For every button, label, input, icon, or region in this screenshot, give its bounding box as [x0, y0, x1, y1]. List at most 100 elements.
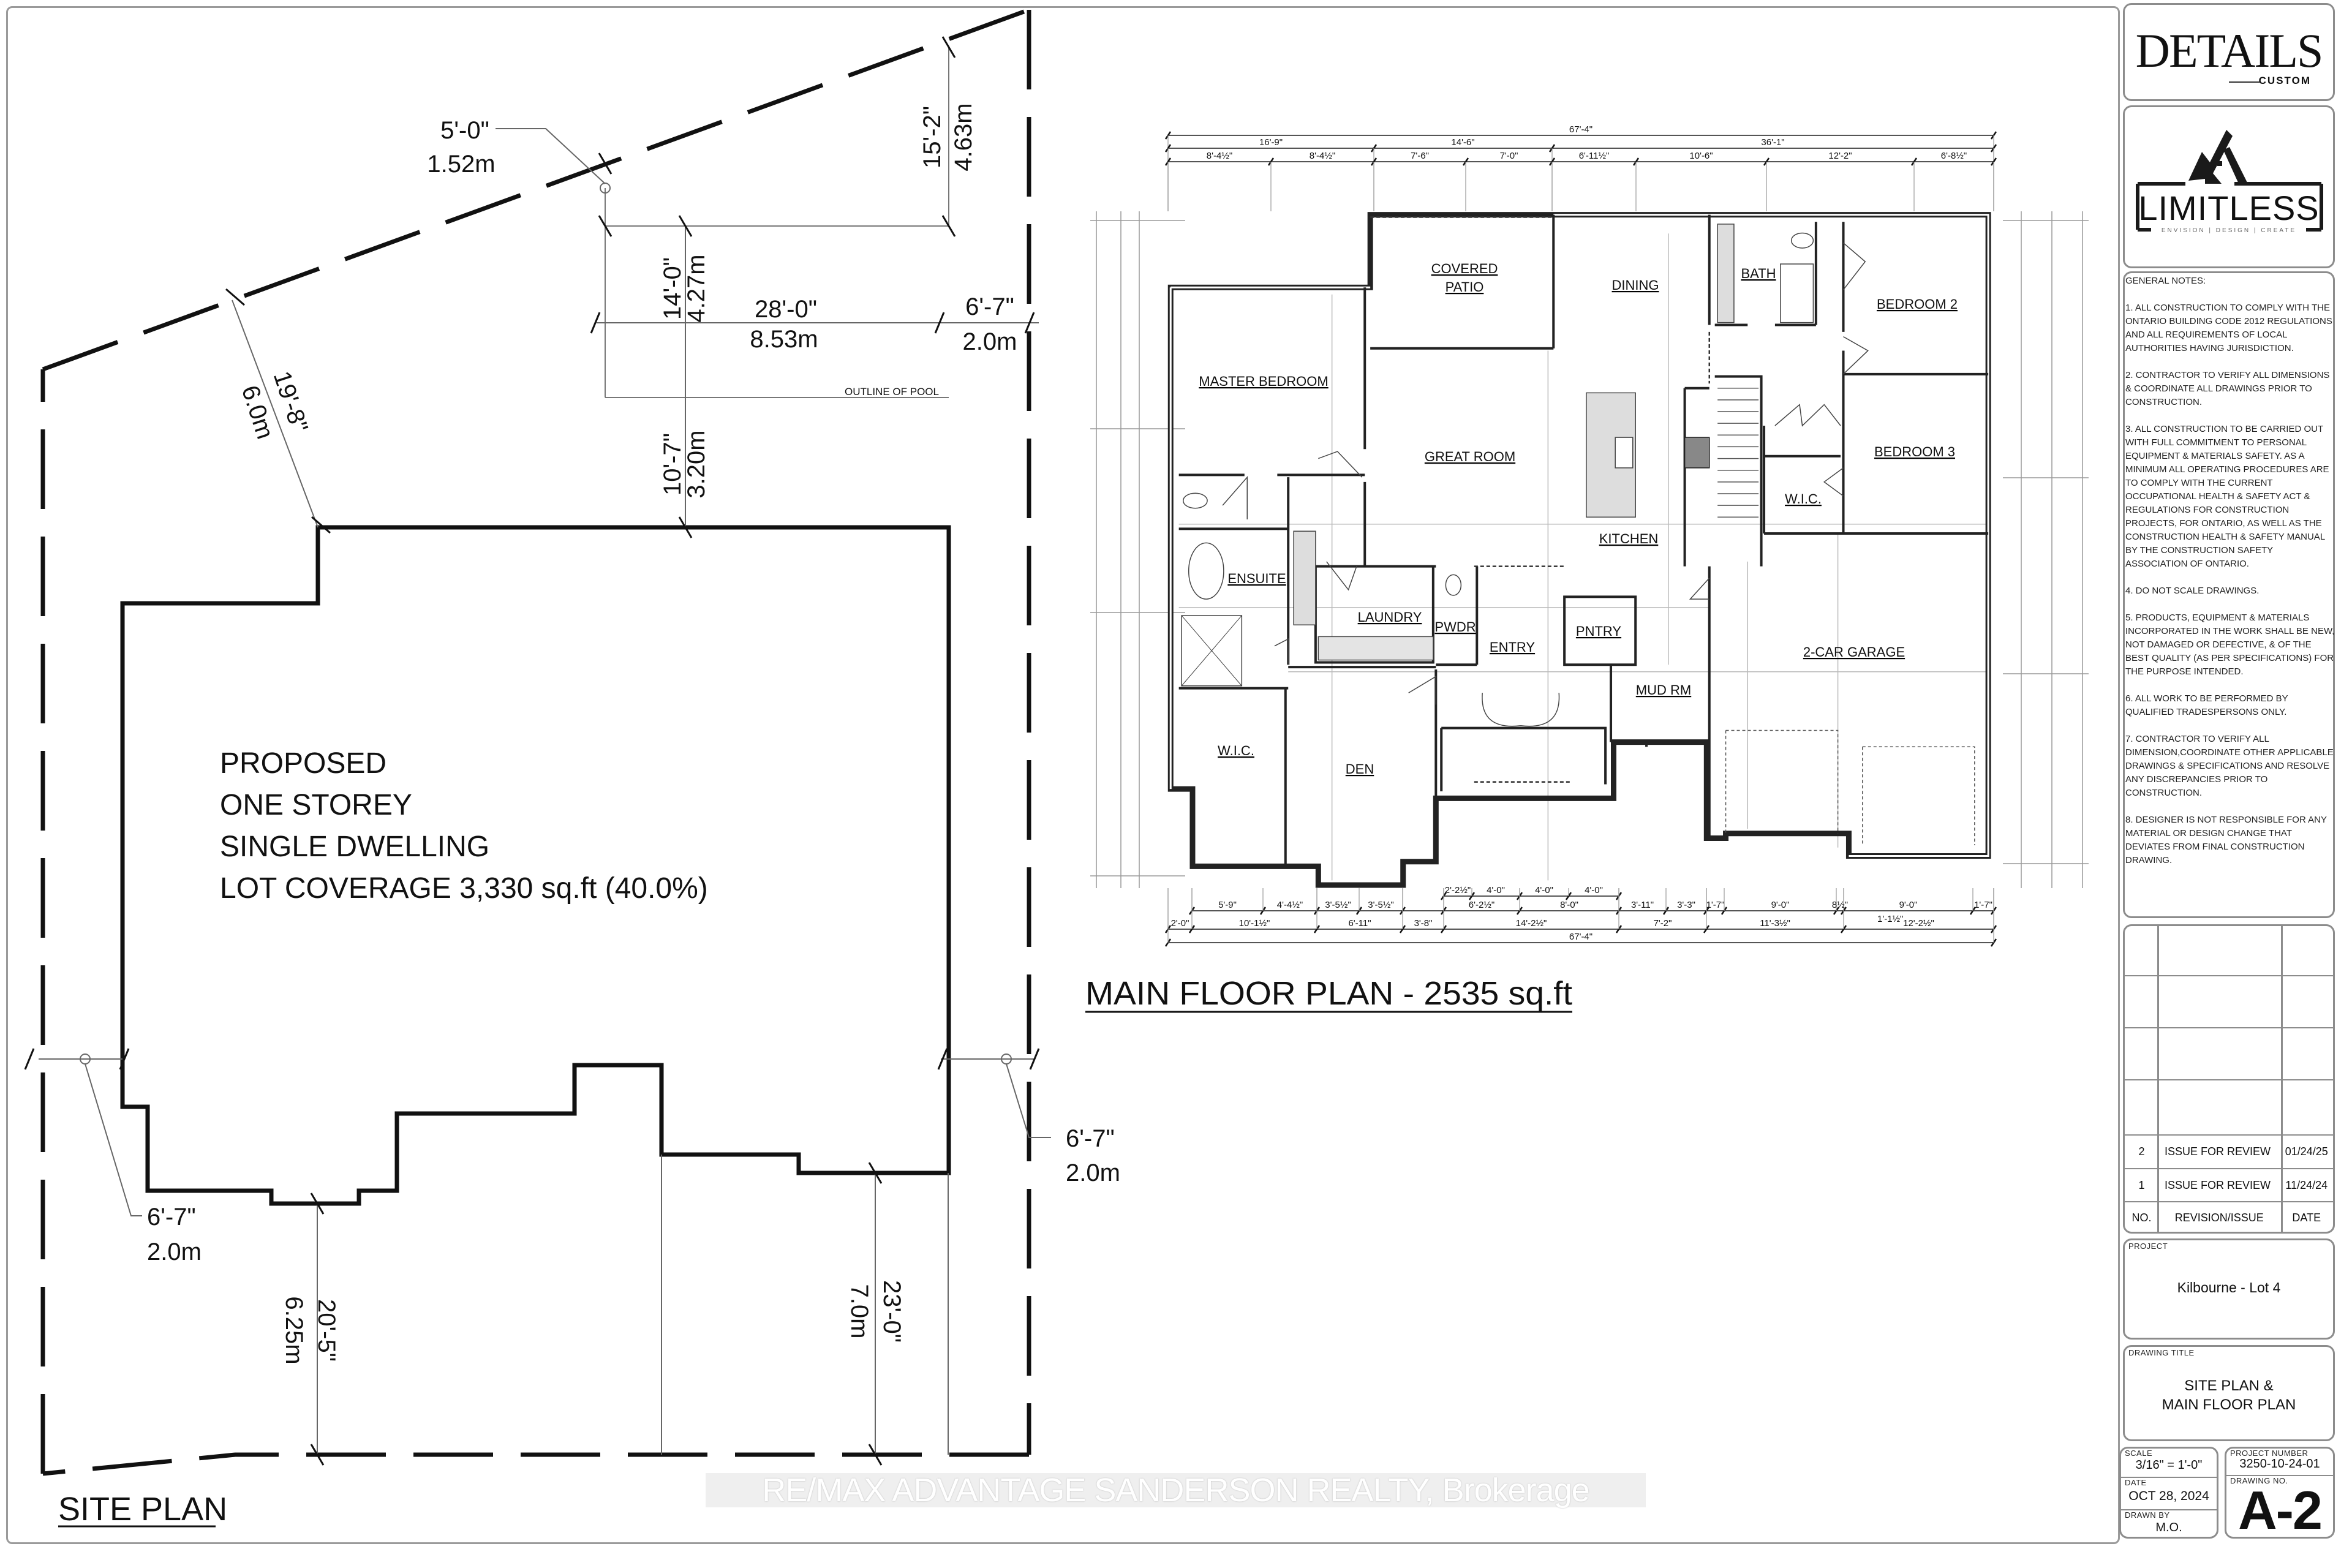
dim-pool-setback-ft: 5'-0"	[440, 117, 489, 144]
main-floor-plan: COVERED PATIO DINING BATH BEDROOM 2 MAST…	[1085, 124, 2089, 1013]
dimension-label: 7'-0"	[1500, 151, 1518, 161]
dim-left-side-m: 2.0m	[147, 1238, 202, 1265]
drawing-title-label: DRAWING TITLE	[2128, 1348, 2195, 1357]
house-label-line-2: ONE STOREY	[220, 789, 412, 821]
header-date: DATE	[2292, 1211, 2321, 1224]
dim-pool-side-m: 2.0m	[963, 328, 1017, 355]
dimension-label: 1'-7"	[1974, 900, 1992, 910]
dimension-label: 6'-8½"	[1941, 151, 1967, 161]
proposed-house-outline	[120, 525, 951, 1206]
dimension-label: 2'-2½"	[1445, 885, 1471, 895]
general-note-3: 3. ALL CONSTRUCTION TO BE CARRIED OUT WI…	[2125, 424, 2329, 569]
dim-pool-setback-m: 1.52m	[427, 151, 495, 178]
dimension-label: 9'-0"	[1771, 900, 1790, 910]
room-label-garage: 2-CAR GARAGE	[1803, 644, 1905, 660]
dim-front-left-ft: 20'-5"	[313, 1299, 340, 1362]
revision-issue: ISSUE FOR REVIEW	[2165, 1145, 2271, 1158]
limitless-logo-mark	[2136, 130, 2323, 232]
scale-label: SCALE	[2125, 1449, 2153, 1458]
room-label-covered-patio-2: PATIO	[1446, 279, 1484, 295]
dim-front-left-m: 6.25m	[281, 1296, 307, 1364]
room-label-den: DEN	[1346, 761, 1374, 777]
dim-pool-width-m: 4.27m	[683, 254, 710, 322]
dim-pool-width-ft: 14'-0"	[659, 257, 686, 320]
revision-no: 2	[2138, 1145, 2145, 1158]
dimension-ticks	[24, 36, 1040, 1466]
floor-plan-grid-lines	[1090, 211, 2089, 888]
dim-pool-to-house-m: 3.20m	[683, 430, 710, 498]
dimension-label: 12'-2"	[1828, 151, 1852, 161]
rev-col-divider-1	[2157, 926, 2159, 1232]
rev-row-divider	[2125, 1168, 2333, 1169]
room-label-wic-bedroom: W.I.C.	[1785, 491, 1822, 507]
dimension-label: 10'-1½"	[1239, 918, 1270, 929]
general-note-5: 5. PRODUCTS, EQUIPMENT & MATERIALS INCOR…	[2125, 612, 2335, 677]
revision-header-row: NO. REVISION/ISSUE DATE	[2125, 1202, 2333, 1233]
floor-plan-dimension-strings	[1164, 131, 1997, 947]
dim-front-right-m: 7.0m	[846, 1284, 873, 1339]
drawing-no-label: DRAWING NO.	[2230, 1476, 2288, 1485]
lot-boundary	[40, 7, 1031, 1476]
limitless-logo-box: LIMITLESS ENVISION | DESIGN | CREATE	[2123, 105, 2335, 268]
dimension-label: 16'-9"	[1259, 137, 1283, 148]
dimension-label: 8'-4½"	[1310, 151, 1335, 161]
dim-left-side-ft: 6'-7"	[147, 1204, 196, 1231]
dim-pool-length-ft: 28'-0"	[755, 296, 817, 323]
rev-col-divider-2	[2281, 926, 2283, 1232]
room-label-wic-master: W.I.C.	[1218, 743, 1254, 758]
general-notes-title: GENERAL NOTES:	[2125, 276, 2206, 286]
room-label-ensuite: ENSUITE	[1227, 571, 1286, 586]
pool-outline	[605, 46, 949, 398]
divider	[2226, 1475, 2333, 1476]
dimension-label: 12'-2½"	[1903, 918, 1934, 929]
general-note-8: 8. DESIGNER IS NOT RESPONSIBLE FOR ANY M…	[2125, 815, 2327, 865]
divider	[2121, 1509, 2217, 1510]
dimension-label: 36'-1"	[1761, 137, 1784, 148]
dimension-label: 3'-8"	[1414, 918, 1433, 929]
project-label: PROJECT	[2128, 1242, 2168, 1251]
dimension-label: 7'-2"	[1654, 918, 1672, 929]
header-revision: REVISION/ISSUE	[2174, 1211, 2264, 1224]
drawn-by-label: DRAWN BY	[2125, 1510, 2170, 1520]
dim-right-side-m: 2.0m	[1066, 1159, 1120, 1186]
house-label-line-3: SINGLE DWELLING	[220, 831, 489, 863]
pool-outline-label: OUTLINE OF POOL	[845, 386, 939, 398]
room-label-bedroom-3: BEDROOM 3	[1874, 444, 1955, 459]
floor-plan-walls	[1170, 215, 1988, 885]
divider	[2121, 1477, 2217, 1478]
dim-rear-m: 6.0m	[236, 382, 279, 442]
dimension-label: 2'-0"	[1171, 918, 1189, 929]
rev-row-divider	[2125, 1201, 2333, 1202]
rev-row-divider	[2125, 1134, 2333, 1136]
drawing-title-line-2: MAIN FLOOR PLAN	[2162, 1396, 2296, 1413]
date-value: OCT 28, 2024	[2128, 1489, 2209, 1503]
dimension-label: 9'-0"	[1899, 900, 1918, 910]
rev-row-divider	[2125, 1079, 2333, 1080]
room-label-powder: PWDR	[1434, 619, 1476, 635]
dimension-label: 4'-4½"	[1277, 900, 1303, 910]
dimension-label: 67'-4"	[1569, 932, 1593, 942]
floor-plan-title: MAIN FLOOR PLAN - 2535 sq.ft	[1085, 975, 1572, 1012]
rev-row-divider	[2125, 1027, 2333, 1028]
room-label-bath: BATH	[1741, 266, 1776, 281]
dimension-label: 4'-0"	[1535, 885, 1553, 895]
project-number-box: PROJECT NUMBER 3250-10-24-01 DRAWING NO.…	[2225, 1447, 2335, 1540]
revision-row-2: 2 ISSUE FOR REVIEW 01/24/25	[2125, 1136, 2333, 1168]
dimension-label: 8'-4½"	[1207, 151, 1232, 161]
dimension-label: 4'-0"	[1585, 885, 1603, 895]
dimension-label: 3'-3"	[1677, 900, 1695, 910]
drawn-by-value: M.O.	[2155, 1521, 2182, 1534]
dimension-label: 3'-5½"	[1368, 900, 1393, 910]
house-label: PROPOSED ONE STOREY SINGLE DWELLING LOT …	[220, 747, 708, 905]
dimension-label: 11'-3½"	[1760, 918, 1790, 929]
room-label-great-room: GREAT ROOM	[1425, 449, 1515, 464]
dimension-label: 14'-6"	[1451, 137, 1474, 148]
revision-table: 2 ISSUE FOR REVIEW 01/24/25 1 ISSUE FOR …	[2123, 924, 2335, 1234]
header-no: NO.	[2132, 1211, 2152, 1224]
room-label-covered-patio-1: COVERED	[1431, 261, 1498, 276]
drawing-title-line-1: SITE PLAN &	[2184, 1378, 2274, 1394]
dim-pool-length-m: 8.53m	[750, 326, 818, 353]
scale-date-box: SCALE 3/16" = 1'-0" DATE OCT 28, 2024 DR…	[2119, 1447, 2218, 1539]
drawing-title-box: DRAWING TITLE SITE PLAN & MAIN FLOOR PLA…	[2123, 1345, 2335, 1441]
